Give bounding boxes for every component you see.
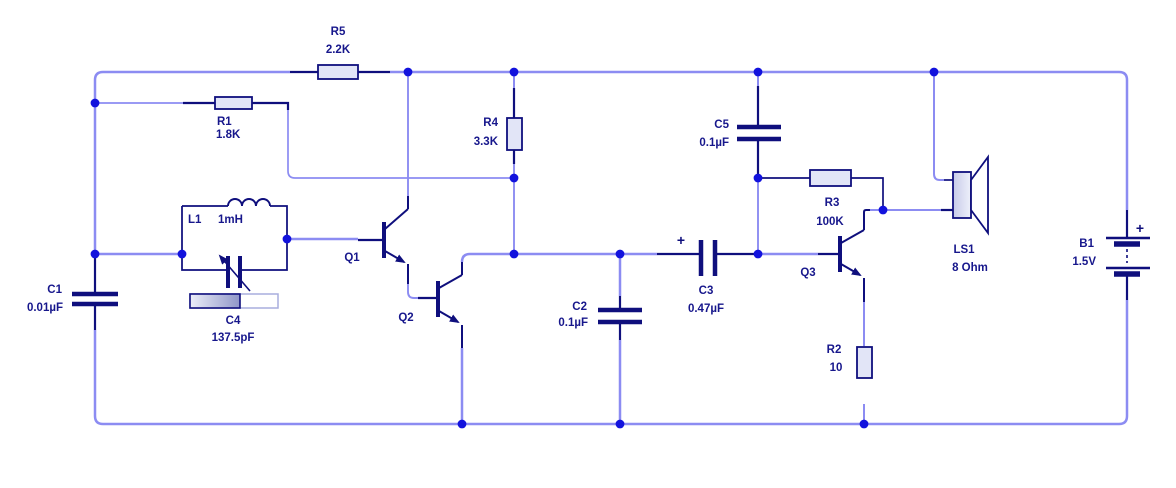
- junction-dot: [859, 419, 869, 429]
- junction-dot: [282, 234, 292, 244]
- label-r2-value: 10: [830, 362, 843, 374]
- wire: [407, 284, 418, 299]
- transistor-collector: [438, 262, 463, 289]
- inductor-l1-coil[interactable]: [227, 198, 271, 207]
- label-c4-value: 137.5pF: [212, 332, 255, 344]
- capacitor-c1[interactable]: [72, 291, 118, 307]
- label-ls1-id: LS1: [953, 244, 975, 256]
- junction-dot: [753, 67, 763, 77]
- label-r2-id: R2: [827, 344, 842, 356]
- transistor-q2[interactable]: [436, 262, 463, 348]
- transistor-q3[interactable]: [838, 209, 870, 302]
- wires-dark: [93, 70, 953, 340]
- junction-dot: [457, 419, 467, 429]
- label-r4-id: R4: [483, 117, 498, 129]
- speaker-body: [952, 171, 972, 219]
- junction-dot: [177, 249, 187, 259]
- label-c3-polarity: +: [677, 232, 685, 248]
- label-b1-value: 1.5V: [1072, 256, 1096, 268]
- label-c1-id: C1: [47, 284, 62, 296]
- label-l1-id: L1: [188, 214, 202, 226]
- junction-dot: [753, 173, 763, 183]
- label-c1-value: 0.01µF: [27, 302, 63, 314]
- resistors: [214, 64, 873, 379]
- label-c5-value: 0.1µF: [699, 137, 729, 149]
- battery-b1[interactable]: [1106, 210, 1150, 300]
- label-q1-id: Q1: [344, 252, 360, 264]
- label-r4-value: 3.3K: [474, 136, 499, 148]
- speaker-cone: [970, 154, 989, 236]
- transistor-collector: [840, 209, 870, 244]
- label-r5-id: R5: [331, 26, 346, 38]
- label-c2-id: C2: [572, 301, 587, 313]
- lead: [851, 177, 884, 208]
- junction-dot: [615, 249, 625, 259]
- labels: R5 2.2K R1 1.8K R4 3.3K C5 0.1µF C1 0.01…: [27, 26, 1144, 374]
- capacitor-c2[interactable]: [598, 307, 642, 325]
- capacitor-c3[interactable]: [698, 240, 718, 276]
- junction-dot: [753, 249, 763, 259]
- label-c3-id: C3: [699, 285, 714, 297]
- junction-dot: [615, 419, 625, 429]
- transistor-emitter: [438, 310, 460, 324]
- resistor-r1[interactable]: [214, 96, 253, 110]
- transistor-q1[interactable]: [382, 196, 409, 284]
- label-b1-polarity: +: [1136, 220, 1144, 236]
- label-ls1-value: 8 Ohm: [952, 262, 988, 274]
- wires-light: [93, 70, 1129, 426]
- lc-tank-l1-c4[interactable]: [181, 198, 288, 292]
- capacitor-c5[interactable]: [737, 124, 781, 142]
- resistor-r3[interactable]: [809, 169, 852, 187]
- wire: [390, 70, 1129, 210]
- label-r3-id: R3: [825, 197, 840, 209]
- transistor-emitter: [384, 250, 406, 264]
- variable-capacitor-c4[interactable]: [218, 254, 251, 292]
- wire: [93, 70, 290, 258]
- transistor-collector: [384, 196, 409, 230]
- label-r5-value: 2.2K: [326, 44, 351, 56]
- junction-dot: [509, 173, 519, 183]
- junction-dot: [878, 205, 888, 215]
- label-r3-value: 100K: [816, 216, 844, 228]
- wire: [933, 72, 944, 181]
- wire: [287, 110, 514, 179]
- label-l1-value: 1mH: [218, 214, 243, 226]
- label-r1-value: 1.8K: [216, 129, 241, 141]
- resistor-r2[interactable]: [856, 346, 873, 379]
- label-r1-id: R1: [217, 116, 232, 128]
- wire: [93, 300, 1129, 426]
- variable-arrow: [218, 254, 251, 292]
- label-q2-id: Q2: [398, 312, 413, 324]
- c4-value-slider[interactable]: [189, 293, 279, 309]
- wire: [460, 252, 657, 263]
- label-c2-value: 0.1µF: [558, 317, 588, 329]
- junction-dot: [90, 98, 100, 108]
- slider-fill[interactable]: [189, 293, 241, 309]
- label-c4-id: C4: [226, 315, 241, 327]
- label-q3-id: Q3: [800, 267, 815, 279]
- label-b1-id: B1: [1079, 238, 1094, 250]
- junction-dot: [509, 249, 519, 259]
- label-c5-id: C5: [714, 119, 729, 131]
- resistor-r4[interactable]: [506, 117, 523, 151]
- junction-dot: [90, 249, 100, 259]
- resistor-r5[interactable]: [317, 64, 359, 80]
- junction-dot: [403, 67, 413, 77]
- label-c3-value: 0.47µF: [688, 303, 724, 315]
- junction-dot: [929, 67, 939, 77]
- speaker-ls1[interactable]: [952, 154, 989, 236]
- junction-dots: [90, 67, 939, 429]
- transistor-emitter: [840, 263, 862, 277]
- lead: [252, 101, 290, 110]
- junction-dot: [509, 67, 519, 77]
